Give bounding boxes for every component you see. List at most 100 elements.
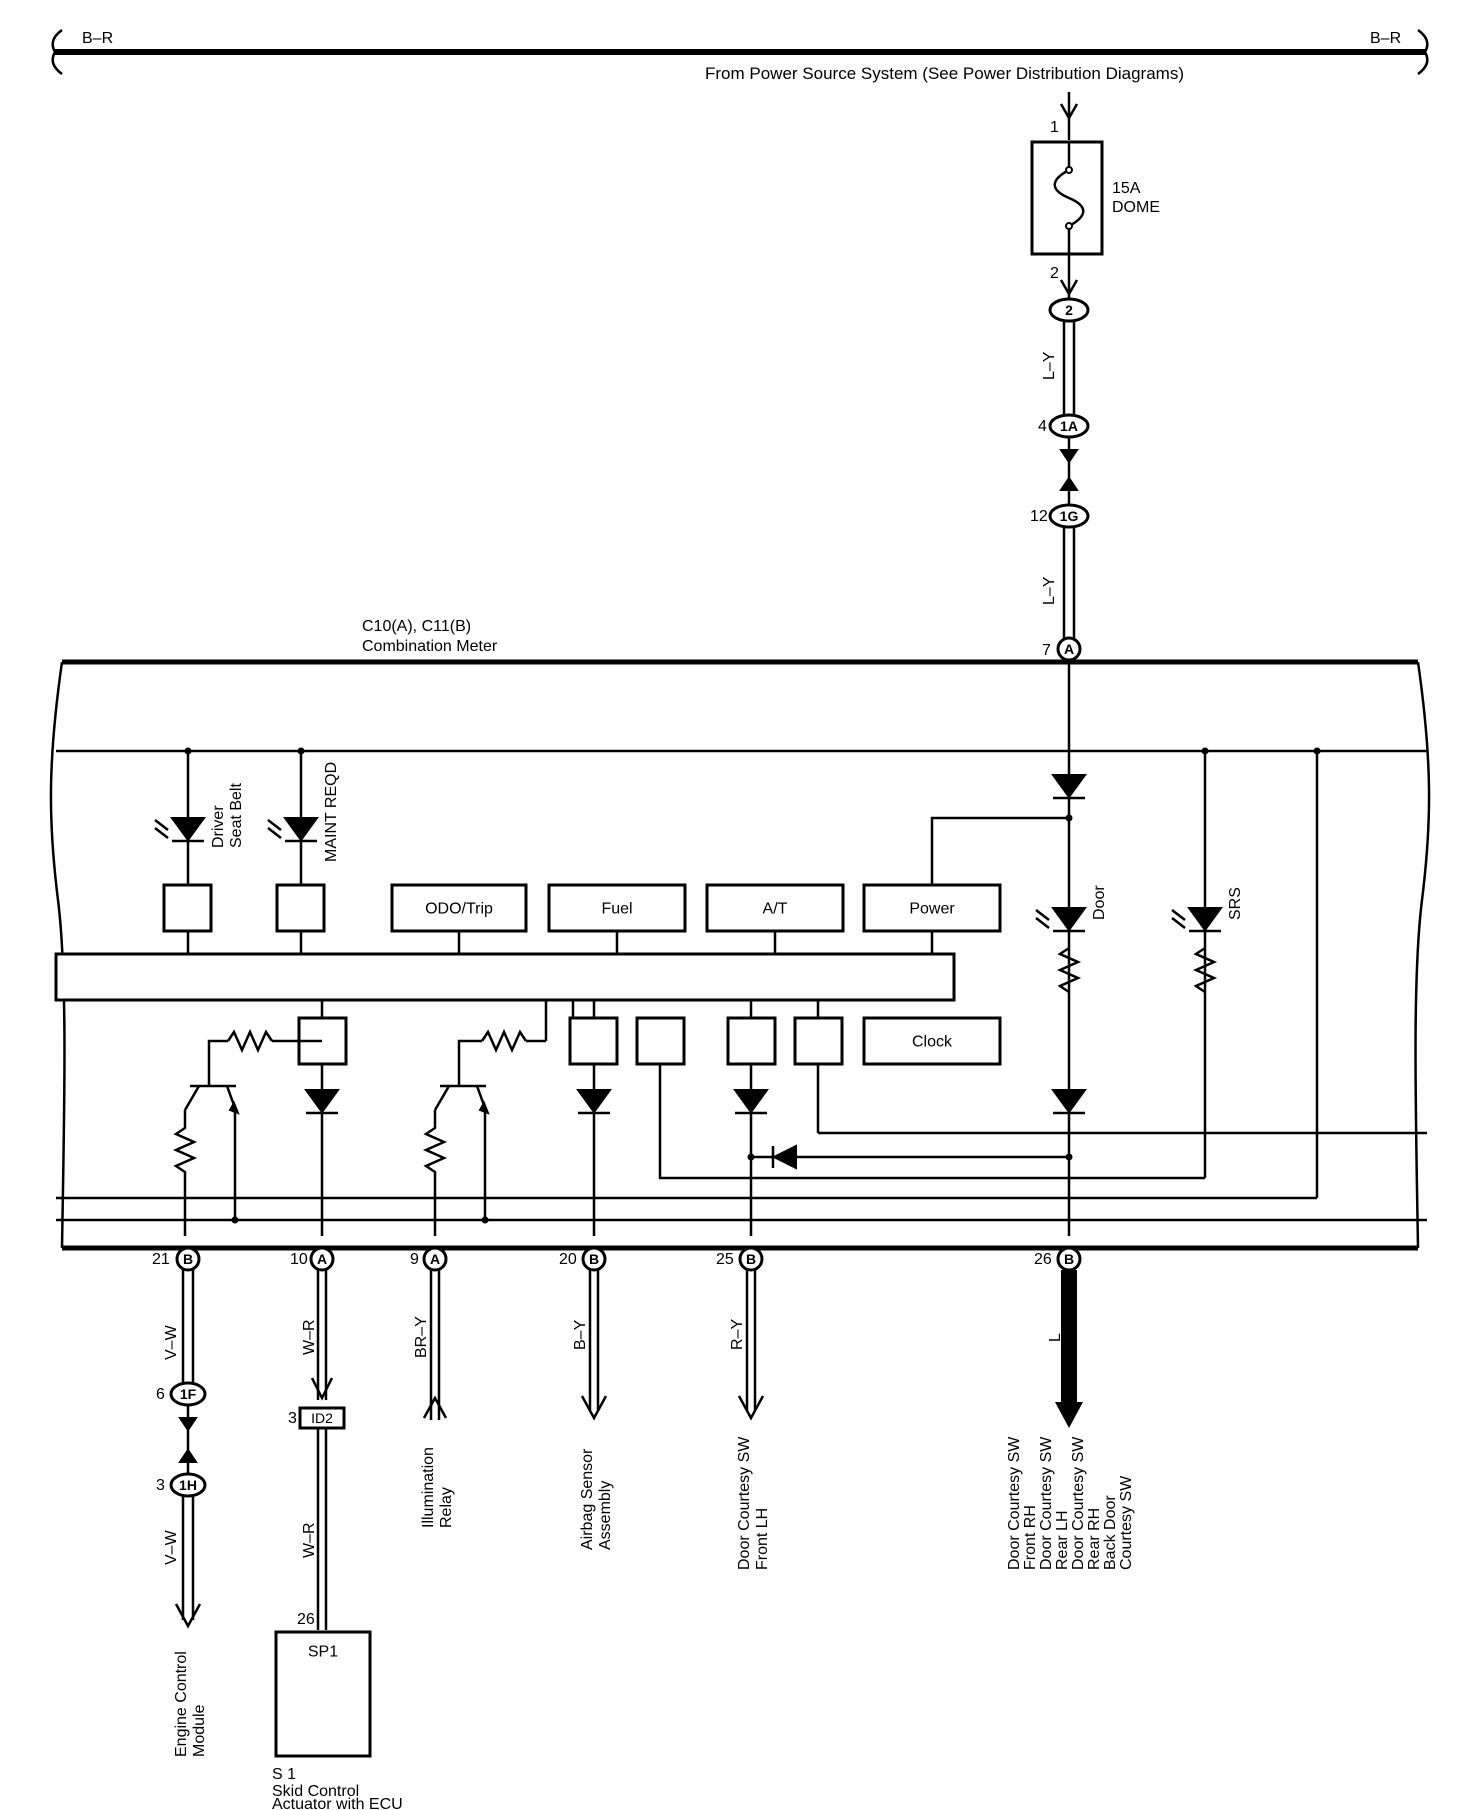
id2-pin: 3 — [288, 1410, 297, 1427]
pin-20-number: 20 — [559, 1251, 577, 1268]
pin-21-number: 21 — [152, 1251, 170, 1268]
skid-pin: 26 — [297, 1611, 315, 1628]
junction-1h — [169, 1472, 207, 1498]
dest-multi-5: Door Courtesy SW — [1070, 1436, 1087, 1570]
dest-multi-6: Rear RH — [1086, 1508, 1103, 1570]
pin-9-conn: A — [430, 1251, 440, 1267]
power-source-text: From Power Source System (See Power Dist… — [705, 64, 1184, 83]
srs-led-icon — [1187, 907, 1223, 932]
dest-multi-3: Door Courtesy SW — [1038, 1436, 1055, 1570]
wire-color-vw-2: V–W — [163, 1529, 180, 1565]
id2-connector — [298, 1406, 346, 1430]
at-label: A/T — [763, 901, 788, 918]
dest-airbag-2: Assembly — [597, 1481, 614, 1550]
power-feed: 1 15A DOME 2 2 L–Y 1A 4 1G 12 L–Y — [1030, 92, 1160, 640]
meter-power-conn-label: A — [1064, 641, 1074, 657]
courtesy-driver-box — [635, 1016, 686, 1066]
maint-reqd-led-icon — [283, 817, 319, 842]
junction-2-label: 2 — [1065, 302, 1073, 318]
pin-10-conn: A — [317, 1251, 327, 1267]
dest-multi-7: Back Door — [1102, 1495, 1119, 1570]
seat-belt-driver-box — [162, 883, 213, 933]
pin-25-number: 25 — [716, 1251, 734, 1268]
meter-internal-wiring — [54, 660, 1427, 1236]
wire-color-wr-2: W–R — [301, 1522, 318, 1558]
skid-id: S 1 — [272, 1766, 296, 1783]
driver-seat-belt-label-2: Seat Belt — [228, 783, 245, 848]
top-power-bus: B–R B–R — [51, 28, 1429, 76]
junction-1g — [1048, 503, 1090, 529]
outgoing-wires: 1F 6 1H 3 V–W V–W ID2 3 W–R W–R BR–Y B–Y — [156, 1270, 1083, 1630]
clock-label: Clock — [912, 1034, 953, 1051]
pin-10-connector — [309, 1246, 335, 1272]
junction-1g-label: 1G — [1060, 508, 1079, 524]
wire-color-bry: BR–Y — [413, 1316, 430, 1358]
wire-color-ry: R–Y — [729, 1319, 746, 1350]
meter-power-pin: 7 — [1042, 642, 1051, 659]
meter-connectors: C10(A), C11(B) — [362, 618, 471, 635]
fuel-label: Fuel — [601, 901, 632, 918]
function-blocks: ODO/Trip Fuel A/T Power Clock — [390, 883, 1002, 1066]
wire-color-vw-1: V–W — [163, 1324, 180, 1360]
dest-dcsw-lh-2: Front LH — [754, 1508, 771, 1570]
dest-ecm-2: Module — [191, 1704, 208, 1757]
bottom-connectors: B 21 A 10 A 9 B 20 B 25 B 26 — [152, 1246, 1082, 1272]
maint-reqd-driver-box — [275, 883, 326, 933]
fuse-pin-1: 1 — [1050, 119, 1059, 136]
dest-multi-2: Front RH — [1022, 1505, 1039, 1570]
pin-21-conn: B — [183, 1251, 193, 1267]
pin-10-number: 10 — [290, 1251, 308, 1268]
skid-name-2: Actuator with ECU — [272, 1796, 403, 1810]
door-driver-box — [793, 1016, 844, 1066]
pin-20-connector — [581, 1246, 607, 1272]
dest-illum-1: Illumination — [420, 1447, 437, 1528]
wire-color-l: L — [1047, 1333, 1064, 1342]
wire-color-ly-1: L–Y — [1041, 351, 1058, 380]
bus-label-right: B–R — [1370, 30, 1401, 47]
fuel-block — [547, 883, 687, 933]
srs-label: SRS — [1227, 887, 1244, 920]
pin-25-conn: B — [746, 1251, 756, 1267]
dest-multi-1: Door Courtesy SW — [1006, 1436, 1023, 1570]
junction-1a-pin: 4 — [1038, 418, 1047, 435]
junction-1g-pin: 12 — [1030, 508, 1048, 525]
clock-block — [862, 1016, 1002, 1066]
junction-1f-label: 1F — [180, 1386, 197, 1402]
door-label: Door — [1091, 885, 1108, 920]
junction-2 — [1048, 297, 1090, 323]
pin-26-number: 26 — [1034, 1251, 1052, 1268]
odo-trip-label: ODO/Trip — [425, 901, 493, 918]
fuse-icon — [1053, 168, 1085, 228]
junction-1f-pin: 6 — [156, 1386, 165, 1403]
skid-box-label: SP1 — [308, 1644, 338, 1661]
dest-dcsw-lh-1: Door Courtesy SW — [736, 1436, 753, 1570]
seat-belt-led-icon — [170, 817, 206, 842]
pin-9-connector — [422, 1246, 448, 1272]
airbag-driver-box — [568, 1016, 619, 1066]
wire-color-by: B–Y — [572, 1319, 589, 1350]
dest-airbag-1: Airbag Sensor — [579, 1448, 596, 1550]
pin-25-connector — [738, 1246, 764, 1272]
internal-data-bus — [54, 952, 956, 1002]
bus-label-left: B–R — [82, 30, 113, 47]
dest-illum-2: Relay — [438, 1487, 455, 1528]
dest-multi-4: Rear LH — [1054, 1510, 1071, 1570]
odo-trip-block — [390, 883, 528, 933]
maint-reqd-label: MAINT REQD — [323, 762, 340, 862]
skid-name-1: Skid Control — [272, 1783, 359, 1800]
door-lh-driver-box — [726, 1016, 777, 1066]
dest-ecm-1: Engine Control — [173, 1651, 190, 1757]
pin-20-conn: B — [589, 1251, 599, 1267]
fuse-rating: 15A — [1112, 180, 1141, 197]
power-label: Power — [909, 901, 955, 918]
wire-color-ly-2: L–Y — [1041, 576, 1058, 605]
fuse-pin-2: 2 — [1050, 265, 1059, 282]
dest-multi-8: Courtesy SW — [1118, 1475, 1135, 1570]
junction-1h-pin: 3 — [156, 1477, 165, 1494]
fuse-name: DOME — [1112, 199, 1160, 216]
combination-meter-outline — [49, 659, 1431, 1251]
door-led-icon — [1051, 907, 1087, 932]
junction-1a-label: 1A — [1060, 418, 1078, 434]
power-block — [862, 883, 1002, 933]
